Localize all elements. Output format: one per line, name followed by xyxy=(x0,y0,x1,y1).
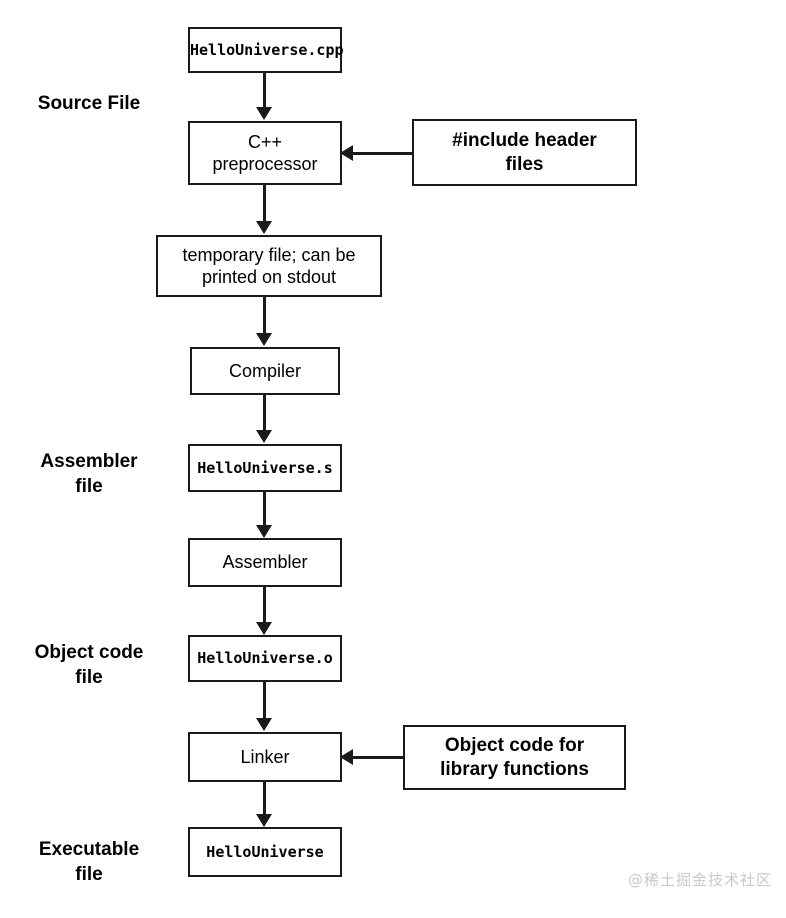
node-executable-label: HelloUniverse xyxy=(206,842,324,861)
node-compiler[interactable]: Compiler xyxy=(190,347,340,395)
node-include-headers-label: #include header files xyxy=(452,129,597,175)
edge-compiler-to-assembly-line xyxy=(263,395,266,431)
edge-assembler-to-object-line xyxy=(263,587,266,623)
edge-source-to-preprocessor-arrow xyxy=(256,107,272,120)
edge-assembler-to-object-arrow xyxy=(256,622,272,635)
node-include-headers[interactable]: #include header files xyxy=(412,119,637,186)
node-library-object-label: Object code for library functions xyxy=(440,734,589,780)
node-object-file-label: HelloUniverse.o xyxy=(197,649,333,668)
stage-label-executable-file: Executable file xyxy=(38,839,140,885)
node-source-cpp[interactable]: HelloUniverse.cpp xyxy=(188,27,344,73)
node-preprocessor-label: C++ preprocessor xyxy=(212,131,318,175)
edge-library-to-linker-line xyxy=(352,756,404,759)
node-assembler-label: Assembler xyxy=(222,552,308,573)
node-compiler-label: Compiler xyxy=(228,360,302,381)
edge-library-to-linker-arrow xyxy=(340,749,353,765)
edge-preprocessor-to-temp-arrow xyxy=(256,221,272,234)
edge-source-to-preprocessor-line xyxy=(263,73,266,109)
edge-temp-to-compiler-arrow xyxy=(256,333,272,346)
edge-compiler-to-assembly-arrow xyxy=(256,430,272,443)
node-source-cpp-label: HelloUniverse.cpp xyxy=(190,40,344,59)
node-object-file[interactable]: HelloUniverse.o xyxy=(188,635,342,682)
watermark: @稀土掘金技术社区 xyxy=(627,871,772,889)
node-library-object[interactable]: Object code for library functions xyxy=(403,725,626,790)
node-preprocessor[interactable]: C++ preprocessor xyxy=(188,121,342,185)
node-linker-label: Linker xyxy=(240,746,290,767)
edge-linker-to-executable-arrow xyxy=(256,814,272,827)
edge-object-to-linker-line xyxy=(263,682,266,718)
node-executable[interactable]: HelloUniverse xyxy=(188,827,342,877)
node-assembly-file[interactable]: HelloUniverse.s xyxy=(188,444,342,492)
edge-temp-to-compiler-line xyxy=(263,297,266,333)
edge-assembly-to-assembler-line xyxy=(263,492,266,526)
edge-include-to-preprocessor-line xyxy=(352,152,413,155)
node-temporary-file[interactable]: temporary file; can be printed on stdout xyxy=(156,235,382,297)
node-temporary-file-label: temporary file; can be printed on stdout xyxy=(182,244,356,288)
node-assembler[interactable]: Assembler xyxy=(188,538,342,587)
edge-object-to-linker-arrow xyxy=(256,718,272,731)
node-assembly-file-label: HelloUniverse.s xyxy=(197,458,333,477)
edge-preprocessor-to-temp-line xyxy=(263,185,266,221)
stage-label-assembler-file: Assembler file xyxy=(40,451,138,497)
edge-assembly-to-assembler-arrow xyxy=(256,525,272,538)
stage-label-object-code-file: Object code file xyxy=(34,642,144,688)
edge-linker-to-executable-line xyxy=(263,782,266,816)
node-linker[interactable]: Linker xyxy=(188,732,342,782)
stage-label-source-file: Source File xyxy=(37,93,141,114)
edge-include-to-preprocessor-arrow xyxy=(340,145,353,161)
